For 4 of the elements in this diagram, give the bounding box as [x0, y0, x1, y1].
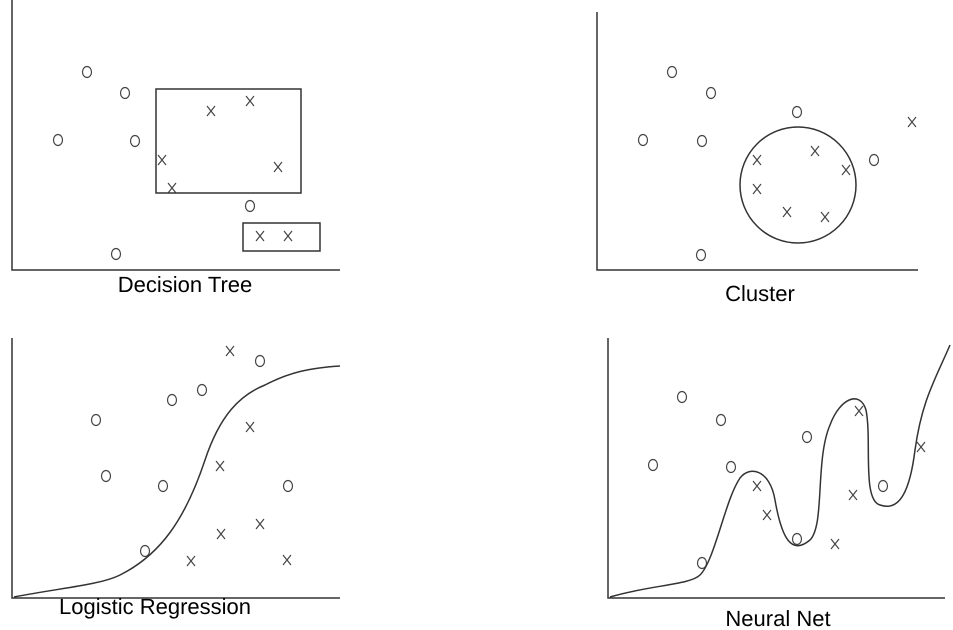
- plot-caption: Logistic Regression: [59, 594, 251, 620]
- plot-caption: Neural Net: [725, 606, 831, 630]
- plot-caption: Cluster: [725, 281, 795, 307]
- plot-caption: Decision Tree: [118, 272, 252, 298]
